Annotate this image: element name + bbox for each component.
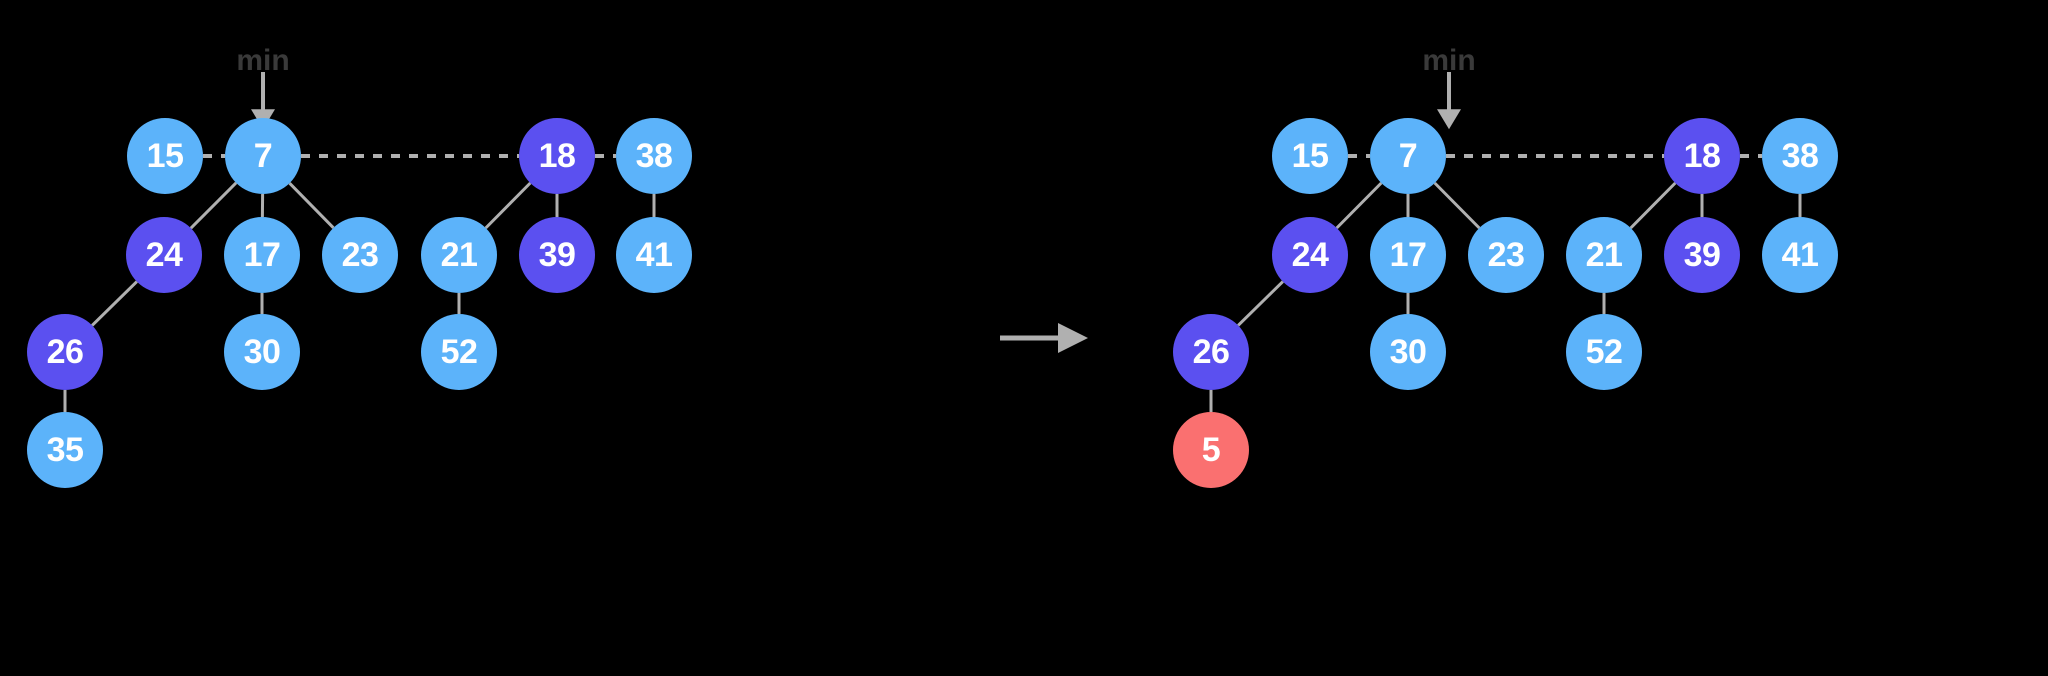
heap-after-node-30[interactable]: 30: [1370, 314, 1446, 390]
heap-before-node-38[interactable]: 38: [616, 118, 692, 194]
node-key-label: 23: [1487, 236, 1525, 274]
node-key-label: 15: [1291, 137, 1329, 175]
node-key-label: 39: [1683, 236, 1721, 274]
node-key-label: 15: [146, 137, 184, 175]
node-key-label: 18: [538, 137, 576, 175]
node-key-label: 7: [1398, 137, 1418, 175]
heap-before-node-41[interactable]: 41: [616, 217, 692, 293]
heap-before-node-18[interactable]: 18: [519, 118, 595, 194]
heap-before-node-17[interactable]: 17: [224, 217, 300, 293]
heap-before-node-21[interactable]: 21: [421, 217, 497, 293]
node-key-label: 35: [46, 431, 84, 469]
node-key-label: 17: [243, 236, 281, 274]
node-key-label: 38: [635, 137, 673, 175]
node-key-label: 21: [440, 236, 478, 274]
heap-before-node-52[interactable]: 52: [421, 314, 497, 390]
node-key-label: 17: [1389, 236, 1427, 274]
node-key-label: 18: [1683, 137, 1721, 175]
node-key-label: 30: [1389, 333, 1427, 371]
node-key-label: 52: [1585, 333, 1623, 371]
node-key-label: 5: [1201, 431, 1221, 469]
heap-after-node-7[interactable]: 7: [1370, 118, 1446, 194]
heap-after-node-38[interactable]: 38: [1762, 118, 1838, 194]
heap-after-node-18[interactable]: 18: [1664, 118, 1740, 194]
tree-edge-7-23: [1433, 181, 1481, 230]
tree-edge-18-21: [484, 181, 532, 230]
node-key-label: 24: [145, 236, 183, 274]
heap-after-node-5[interactable]: 5: [1173, 412, 1249, 488]
heap-after-node-17[interactable]: 17: [1370, 217, 1446, 293]
heap-after-node-15[interactable]: 15: [1272, 118, 1348, 194]
heap-after-node-23[interactable]: 23: [1468, 217, 1544, 293]
node-key-label: 52: [440, 333, 478, 371]
heap-before-node-26[interactable]: 26: [27, 314, 103, 390]
tree-edge-7-24: [189, 181, 238, 230]
node-key-label: 23: [341, 236, 379, 274]
node-key-label: 41: [1781, 236, 1819, 274]
heap-after-node-21[interactable]: 21: [1566, 217, 1642, 293]
node-key-label: 26: [46, 333, 84, 371]
tree-edge-7-23: [288, 182, 335, 229]
node-key-label: 39: [538, 236, 576, 274]
node-key-label: 41: [635, 236, 673, 274]
tree-edge-24-26: [91, 280, 138, 327]
heap-after-node-24[interactable]: 24: [1272, 217, 1348, 293]
heap-before-node-39[interactable]: 39: [519, 217, 595, 293]
min-label: min: [1422, 44, 1476, 77]
heap-before-node-35[interactable]: 35: [27, 412, 103, 488]
heap-after-node-26[interactable]: 26: [1173, 314, 1249, 390]
tree-edge-7-24: [1335, 181, 1383, 230]
node-key-label: 26: [1192, 333, 1230, 371]
tree-edge-18-21: [1629, 181, 1677, 230]
heap-before-node-24[interactable]: 24: [126, 217, 202, 293]
heap-after-node-39[interactable]: 39: [1664, 217, 1740, 293]
heap-before-node-30[interactable]: 30: [224, 314, 300, 390]
heap-after-node-52[interactable]: 52: [1566, 314, 1642, 390]
heap-before-node-15[interactable]: 15: [127, 118, 203, 194]
node-key-label: 24: [1291, 236, 1329, 274]
min-label: min: [236, 44, 290, 77]
node-key-label: 7: [253, 137, 273, 175]
heap-before-node-23[interactable]: 23: [322, 217, 398, 293]
heap-before-node-7[interactable]: 7: [225, 118, 301, 194]
heap-after-node-41[interactable]: 41: [1762, 217, 1838, 293]
node-key-label: 30: [243, 333, 281, 371]
node-key-label: 38: [1781, 137, 1819, 175]
node-key-label: 21: [1585, 236, 1623, 274]
tree-edge-24-26: [1237, 280, 1284, 327]
